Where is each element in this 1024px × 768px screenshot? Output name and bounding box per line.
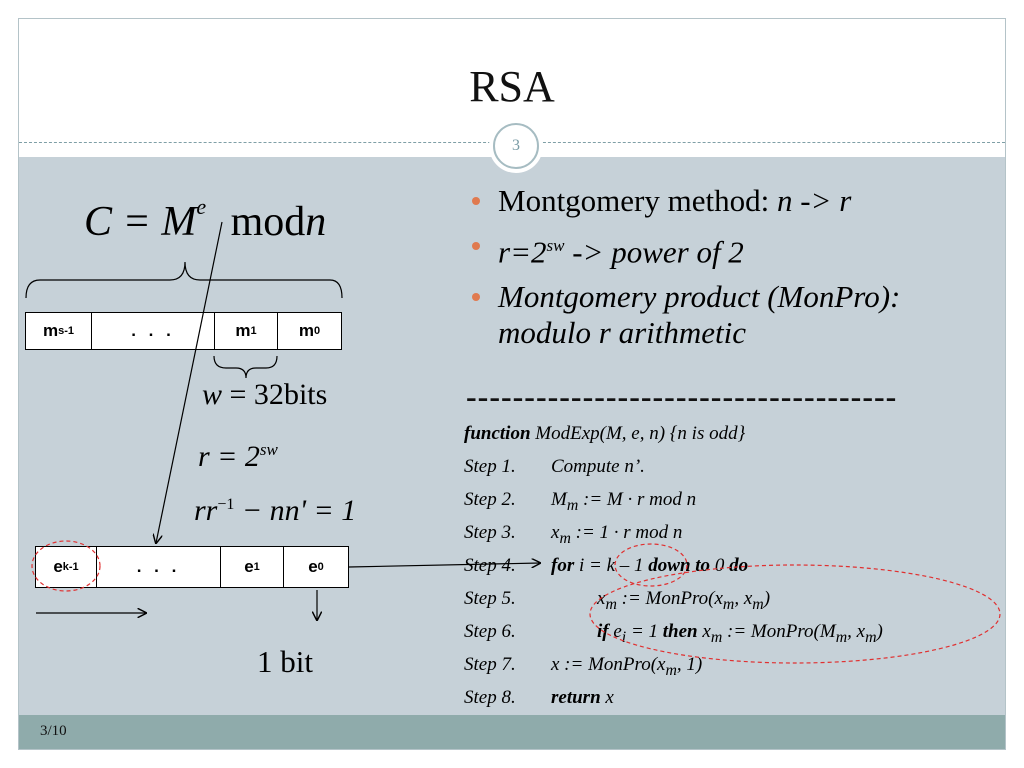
bit-to-step4-arrow: [348, 563, 540, 567]
formula-exponent: e: [196, 194, 207, 219]
separator-dashes: -------------------------------------: [466, 378, 898, 414]
algo-header: function ModExp(M, e, n) {n is odd}: [464, 423, 746, 444]
rsa-formula: C = Me modn: [84, 194, 327, 246]
word-brace: [213, 355, 278, 379]
algo-step-2: Step 2.Mm := M · r mod n: [464, 489, 697, 514]
highlight-ek1: [31, 540, 101, 592]
slide-content: [19, 157, 1005, 715]
bullet-montgomery-method: Montgomery method: n -> r: [462, 183, 992, 219]
algo-step-4: Step 4.for i = k – 1 down to 0 do: [464, 555, 749, 576]
algo-step-1: Step 1.Compute n’.: [464, 456, 645, 477]
r-formula: r = 2sw: [198, 440, 278, 473]
slide: RSA 3/10 3: [18, 18, 1006, 750]
bullet-monpro: Montgomery product (MonPro): modulo r ar…: [462, 279, 992, 351]
e-cell-dots: . . .: [96, 546, 221, 588]
bullet-list: Montgomery method: n -> r r=2sw -> power…: [462, 183, 992, 360]
inverse-formula: rr−1 − nn' = 1: [194, 494, 357, 527]
page-number: 3/10: [40, 723, 67, 739]
highlight-loop-body: [589, 564, 1001, 664]
bullet-r-power: r=2sw -> power of 2: [462, 228, 992, 270]
algo-step-8: Step 8.return x: [464, 687, 614, 708]
algo-step-3: Step 3.xm := 1 · r mod n: [464, 522, 683, 547]
formula-mod: mod: [230, 199, 306, 245]
highlight-k-minus-1: [614, 543, 688, 587]
algo-step-7: Step 7.x := MonPro(xm, 1): [464, 654, 703, 679]
slide-number-badge: 3: [493, 123, 539, 169]
message-brace: [25, 261, 343, 299]
slide-title: RSA: [469, 62, 555, 111]
formula-main: C = M: [84, 199, 197, 245]
formula-n: n: [305, 199, 327, 245]
slide-footer: 3/10: [19, 715, 1005, 749]
word-size-formula: w = 32bits: [202, 378, 328, 411]
m-cell-dots: . . .: [91, 312, 215, 350]
one-bit-label: 1 bit: [257, 644, 313, 679]
algo-step-6: Step 6.if ei = 1 then xm := MonPro(Mm, x…: [464, 621, 883, 646]
exponent-arrow: [156, 221, 223, 543]
